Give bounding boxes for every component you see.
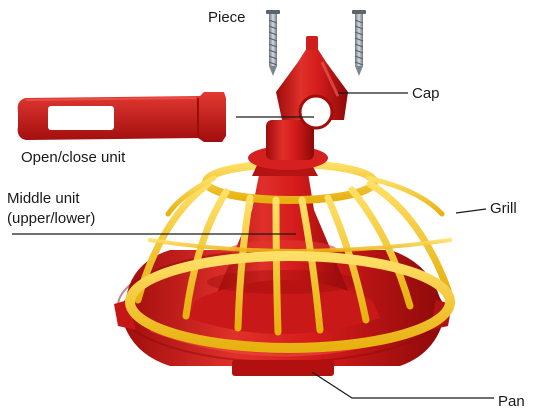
label-cap: Cap — [412, 85, 440, 103]
screw-icon — [266, 10, 280, 76]
open-close-unit — [18, 92, 226, 142]
label-grill: Grill — [490, 200, 517, 218]
label-middle-unit: Middle unit — [7, 190, 80, 208]
label-open-close-unit: Open/close unit — [21, 149, 125, 167]
label-piece: Piece — [208, 9, 246, 27]
leader-line-grill — [456, 209, 486, 213]
cap — [248, 36, 348, 176]
leader-line-pan — [312, 372, 494, 398]
screw-icon — [352, 10, 366, 76]
label-middle-unit-sub: (upper/lower) — [7, 210, 95, 228]
label-pan: Pan — [498, 393, 525, 411]
